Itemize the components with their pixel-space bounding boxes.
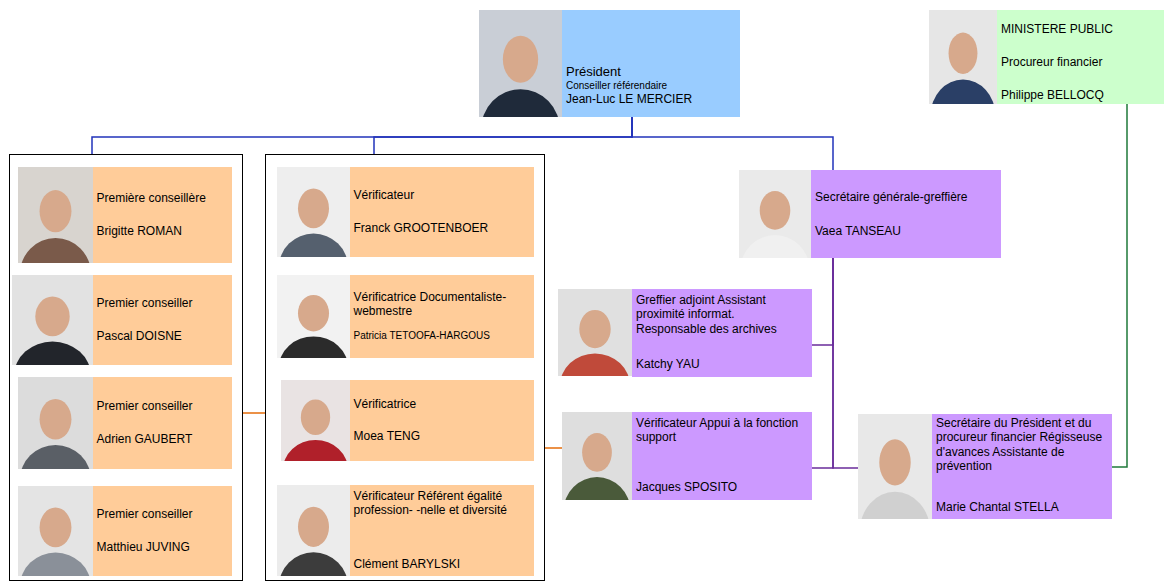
person-name: Vaea TANSEAU — [815, 224, 997, 238]
role-title: Vérificatrice Documentaliste-webmestre — [354, 290, 530, 319]
person-name: Jacques SPOSITO — [636, 480, 808, 494]
person-name: Brigitte ROMAN — [97, 224, 228, 238]
role-title: Premier conseiller — [97, 296, 228, 310]
role-title: Secrétaire générale-greffière — [815, 190, 997, 204]
staff-box: VérificatriceMoea TENG — [281, 380, 534, 461]
org-connector — [545, 447, 562, 449]
person-name: Patricia TETOOFA-HARGOUS — [354, 330, 530, 342]
role-title: MINISTERE PUBLIC — [1001, 22, 1160, 36]
staff-box: Vérificateur Référent égalité profession… — [277, 485, 534, 576]
person-name: Philippe BELLOCQ — [1001, 88, 1160, 102]
president-box: PrésidentConseiller référendaireJean-Luc… — [479, 10, 740, 117]
role-title: Vérificateur Appui à la fonction support — [636, 416, 808, 445]
staff-box: Premier conseillerMatthieu JUVING — [18, 486, 232, 576]
group-frame: Première conseillèreBrigitte ROMAN Premie… — [9, 154, 243, 581]
staff-box: Première conseillèreBrigitte ROMAN — [18, 167, 232, 263]
person-name: Katchy YAU — [636, 357, 808, 371]
person-name: Clément BARYLSKI — [354, 557, 530, 571]
org-connector — [812, 258, 833, 468]
org-connector — [374, 117, 632, 154]
org-connector — [243, 412, 265, 414]
staff-box: Greffier adjoint Assistant proximité inf… — [558, 289, 812, 377]
role-title: Secrétaire du Président et du procureur … — [936, 416, 1108, 474]
role-title: Vérificateur — [354, 188, 530, 202]
role-title: Greffier adjoint Assistant proximité inf… — [636, 293, 808, 336]
staff-box: VérificateurFranck GROOTENBOER — [277, 167, 534, 257]
person-name: Franck GROOTENBOER — [354, 221, 530, 235]
person-name: Conseiller référendaire — [566, 80, 736, 92]
staff-box: Premier conseillerPascal DOISNE — [12, 275, 232, 365]
role-title: Vérificateur Référent égalité profession… — [354, 489, 530, 518]
role-title: Premier conseiller — [97, 507, 228, 521]
person-name: Procureur financier — [1001, 55, 1160, 69]
person-name: Adrien GAUBERT — [97, 432, 228, 446]
person-name: Matthieu JUVING — [97, 540, 228, 554]
staff-box: Premier conseillerAdrien GAUBERT — [18, 377, 232, 469]
prosecutor-box: MINISTERE PUBLIC Procureur financierPhili… — [929, 10, 1164, 104]
staff-box: Vérificatrice Documentaliste-webmestrePa… — [277, 275, 534, 358]
staff-box: Secrétaire du Président et du procureur … — [858, 414, 1112, 519]
org-connector — [92, 117, 632, 154]
org-connector — [833, 258, 858, 468]
org-connector — [812, 258, 833, 345]
person-name: Moea TENG — [354, 429, 530, 443]
staff-box: Vérificateur Appui à la fonction support… — [562, 412, 812, 500]
org-connector — [1112, 104, 1127, 467]
person-name: Pascal DOISNE — [97, 329, 228, 343]
person-name: Jean-Luc LE MERCIER — [566, 92, 736, 106]
role-title: Président — [566, 64, 736, 80]
group-frame: VérificateurFranck GROOTENBOER Vérificatr… — [265, 154, 545, 581]
role-title: Première conseillère — [97, 191, 228, 205]
person-name: Marie Chantal STELLA — [936, 500, 1108, 514]
role-title: Vérificatrice — [354, 397, 530, 411]
org-connector — [632, 117, 833, 170]
role-title: Premier conseiller — [97, 399, 228, 413]
staff-box: Secrétaire générale-greffièreVaea TANSEA… — [739, 170, 1001, 258]
